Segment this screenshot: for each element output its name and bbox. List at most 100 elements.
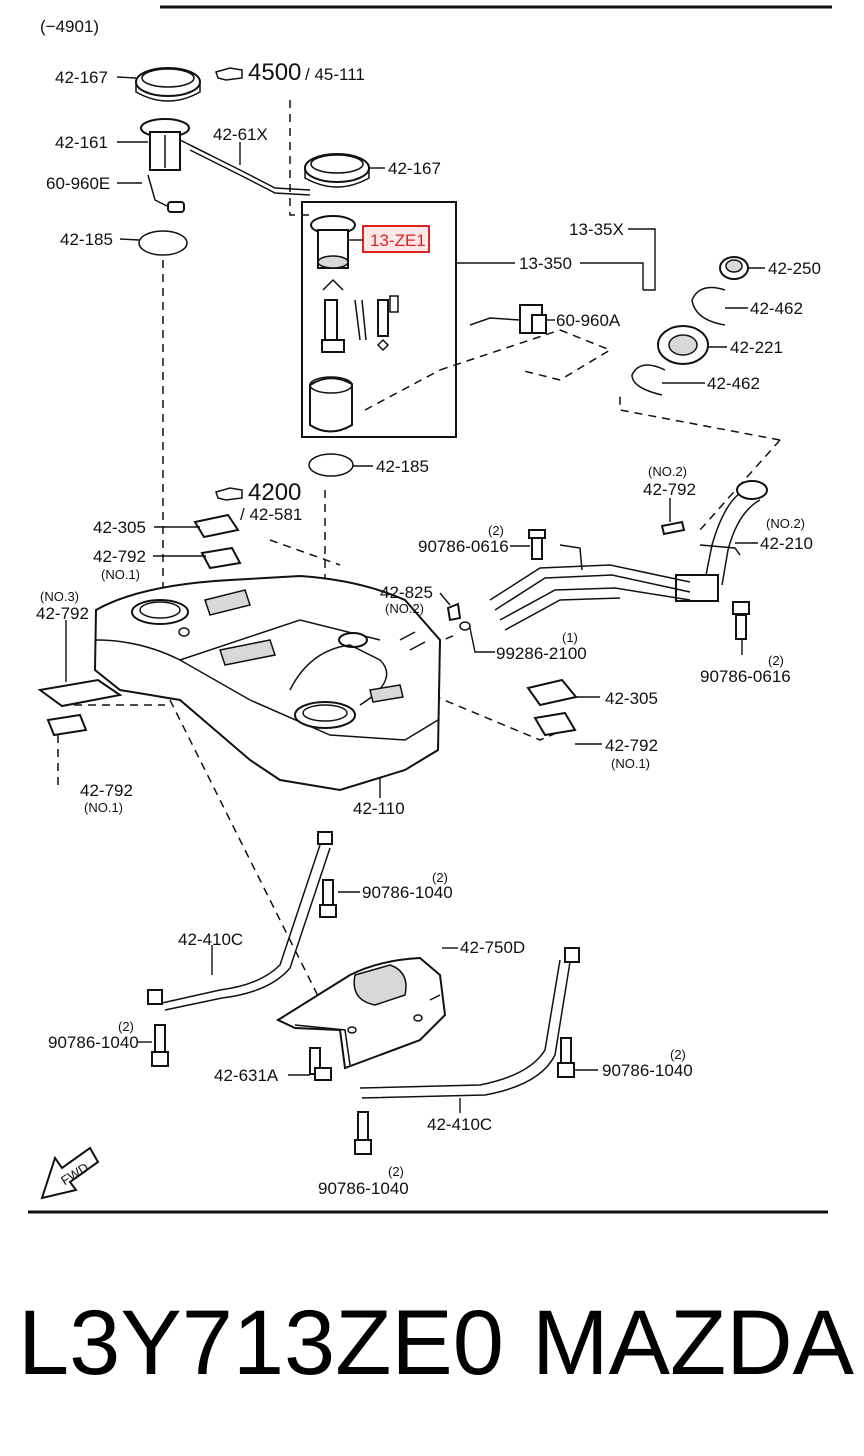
label-42-792-no1-left-tag: (NO.1)	[84, 800, 123, 815]
heat-shield-42-750D	[275, 956, 447, 1070]
connector-60-960A	[469, 304, 547, 334]
fwd-arrow-icon: FWD	[40, 1146, 100, 1200]
part-caption: L3Y713ZE0 MAZDA	[0, 1288, 864, 1398]
label-90786-1040-bottom: 90786-1040	[318, 1179, 409, 1198]
label-42-792-no3-tag: (NO.3)	[40, 589, 79, 604]
lock-ring-42-167-left	[135, 67, 201, 102]
label-42-305-right: 42-305	[605, 689, 658, 708]
clip-42-462-upper	[691, 286, 726, 326]
bolt-90786-1040-right	[557, 1037, 575, 1078]
label-90786-0616-lower: 90786-0616	[700, 667, 791, 686]
gasket-42-185-right	[308, 453, 354, 477]
label-60-960E: 60-960E	[46, 174, 110, 193]
lock-ring-42-167-right	[304, 153, 370, 188]
sender-unit-42-161	[140, 118, 211, 213]
label-42-792-no2: 42-792	[643, 480, 696, 499]
label-42-167-left: 42-167	[55, 68, 108, 87]
strap-42-410C-left	[147, 831, 333, 1011]
label-42-631A: 42-631A	[214, 1066, 279, 1085]
fuel-lines	[489, 544, 691, 631]
label-42-750D: 42-750D	[460, 938, 525, 957]
label-42-250: 42-250	[768, 259, 821, 278]
bolt-90786-0616-lower	[732, 601, 750, 640]
label-42-185-right: 42-185	[376, 457, 429, 476]
label-42-825: 42-825	[380, 583, 433, 602]
label-42-462-upper: 42-462	[750, 299, 803, 318]
pad-42-792-no3-left	[37, 678, 123, 708]
pad-42-792-no1-upper	[200, 546, 242, 570]
pipe-42-61X	[189, 144, 311, 196]
svg-text:/ 45-111: / 45-111	[305, 65, 365, 84]
fuel-tank-42-110	[93, 574, 442, 792]
label-13-ZE1: 13-ZE1	[370, 231, 426, 250]
label-90786-1040-right-qty: (2)	[670, 1047, 686, 1062]
bolt-90786-1040-upper	[319, 879, 337, 918]
label-90786-1040-left: 90786-1040	[48, 1033, 139, 1052]
label-90786-1040-left-qty: (2)	[118, 1019, 134, 1034]
label-42-792-no1-left: 42-792	[80, 781, 133, 800]
label-42-792-no1-upper-tag: (NO.1)	[101, 567, 140, 582]
label-90786-1040-upper-qty: (2)	[432, 870, 448, 885]
label-42-825-tag: (NO.2)	[385, 601, 424, 616]
label-42-221: 42-221	[730, 338, 783, 357]
label-42-210-no2-tag: (NO.2)	[766, 516, 805, 531]
part-labels: 42-167 42-161 60-960E 42-185 42-61X 42-1…	[36, 68, 821, 1198]
hand-pointer-icon	[215, 67, 243, 81]
label-13-350: 13-350	[519, 254, 572, 273]
label-42-410C-left: 42-410C	[178, 930, 243, 949]
ref-4200: 4200 / 42-581	[215, 479, 302, 524]
pad-42-792-no1-right	[533, 711, 577, 737]
clamp-42-825	[446, 602, 471, 631]
label-42-161: 42-161	[55, 133, 108, 152]
bolt-90786-0616-upper	[528, 529, 546, 560]
fuel-pump-assembly-box	[301, 201, 457, 438]
label-90786-0616-upper: 90786-0616	[418, 537, 509, 556]
pad-42-792-no1-left	[46, 713, 88, 737]
label-90786-0616-lower-qty: (2)	[768, 653, 784, 668]
ref-4500: 4500 / 45-111	[215, 59, 365, 86]
svg-text:/ 42-581: / 42-581	[240, 505, 302, 524]
clip-42-462-lower	[631, 364, 666, 396]
label-13-35X: 13-35X	[569, 220, 624, 239]
brand-name: MAZDA	[532, 1292, 854, 1394]
filler-pipe-42-210	[675, 480, 768, 602]
label-42-167-right: 42-167	[388, 159, 441, 178]
label-60-960A: 60-960A	[556, 311, 621, 330]
pad-42-305-upper	[193, 513, 240, 539]
label-90786-1040-upper: 90786-1040	[362, 883, 453, 902]
gasket-42-185-left	[138, 230, 188, 256]
label-42-792-no2-tag: (NO.2)	[648, 464, 687, 479]
pad-42-305-right	[526, 678, 578, 707]
fuel-tank-exploded-diagram: (−4901)	[28, 5, 832, 1214]
label-42-792-no1-right: 42-792	[605, 736, 658, 755]
label-42-410C-right: 42-410C	[427, 1115, 492, 1134]
seal-42-221	[657, 325, 709, 365]
bolt-90786-1040-bottom	[354, 1111, 372, 1155]
range-label: (−4901)	[40, 17, 99, 36]
svg-text:4500: 4500	[248, 59, 301, 86]
label-90786-0616-upper-qty: (2)	[488, 523, 504, 538]
label-42-210: 42-210	[760, 534, 813, 553]
label-90786-1040-right: 90786-1040	[602, 1061, 693, 1080]
leader-lines	[65, 76, 765, 1113]
bolt-90786-1040-left	[151, 1024, 169, 1067]
pad-42-792-no2-right	[660, 520, 686, 536]
label-99286-2100: 99286-2100	[496, 644, 587, 663]
cap-42-250	[719, 256, 749, 280]
label-42-110: 42-110	[353, 799, 405, 818]
label-90786-1040-bottom-qty: (2)	[388, 1164, 404, 1179]
label-42-462-lower: 42-462	[707, 374, 760, 393]
label-99286-2100-qty: (1)	[562, 630, 578, 645]
highlight-box-13-ZE1	[362, 225, 430, 253]
bolt-42-631A	[309, 1047, 332, 1081]
label-42-792-no1-right-tag: (NO.1)	[611, 756, 650, 771]
strap-42-410C-right	[359, 947, 580, 1099]
label-42-61X: 42-61X	[213, 125, 268, 144]
hand-pointer-icon	[215, 487, 243, 501]
label-42-792-no1-upper: 42-792	[93, 547, 146, 566]
svg-text:4200: 4200	[248, 479, 301, 506]
label-42-792-no3: 42-792	[36, 604, 89, 623]
label-42-305-upper: 42-305	[93, 518, 146, 537]
part-number: L3Y713ZE0	[18, 1292, 504, 1394]
label-42-185-left: 42-185	[60, 230, 113, 249]
